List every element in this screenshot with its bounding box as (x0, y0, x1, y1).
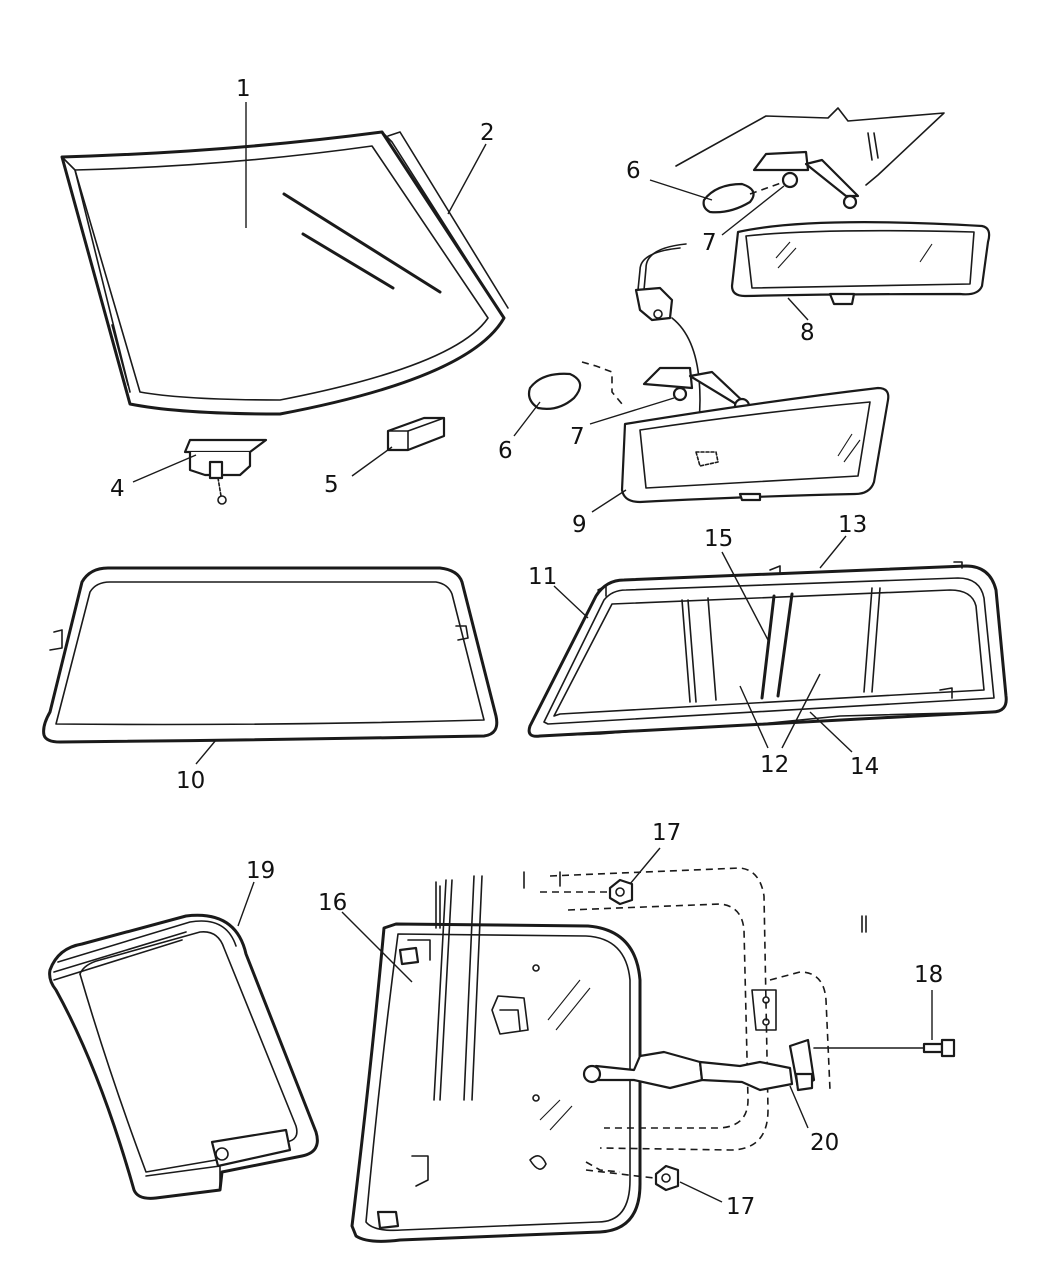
callout-15: 15 (704, 526, 733, 552)
callout-16: 16 (318, 890, 347, 916)
callout-20: 20 (810, 1130, 839, 1156)
nut-lower (585, 1164, 680, 1192)
callout-labels: 1 2 4 5 6 7 8 6 7 9 10 11 15 13 12 14 17… (110, 76, 943, 1220)
callout-7-lower: 7 (570, 424, 585, 450)
roof-panel (675, 107, 945, 186)
windshield-glass (60, 130, 506, 416)
callout-12: 12 (760, 752, 789, 778)
callout-17-lower: 17 (726, 1194, 755, 1220)
callout-5: 5 (324, 472, 339, 498)
callout-19: 19 (246, 858, 275, 884)
sliding-back-glass-assembly (527, 561, 1008, 738)
spacer-block (386, 416, 446, 452)
mirror-wire-harness (581, 243, 701, 471)
callout-11: 11 (528, 564, 557, 590)
callout-2: 2 (480, 120, 495, 146)
callout-6: 6 (626, 158, 641, 184)
rearview-mirror-lower (620, 366, 890, 504)
leader-lines (132, 102, 933, 1203)
mirror-pad-upper (702, 181, 785, 214)
quarter-window-assembly (350, 875, 642, 1243)
mirror-pad-lower (527, 372, 582, 410)
callout-14: 14 (850, 754, 879, 780)
windshield-molding (387, 131, 509, 309)
callout-8: 8 (800, 320, 815, 346)
rearview-mirror-upper (730, 150, 991, 306)
nut-upper (540, 878, 634, 906)
callout-1: 1 (236, 76, 251, 102)
callout-6-lower: 6 (498, 438, 513, 464)
bolt (813, 1038, 956, 1058)
window-latch (582, 1038, 816, 1092)
callout-9: 9 (572, 512, 587, 538)
callout-18: 18 (914, 962, 943, 988)
callout-17: 17 (652, 820, 681, 846)
back-glass (42, 566, 499, 744)
quarter-glass (48, 913, 319, 1200)
windshield-clip (183, 438, 268, 505)
callout-10: 10 (176, 768, 205, 794)
door-outline (523, 867, 867, 1173)
callout-13: 13 (838, 512, 867, 538)
callout-4: 4 (110, 476, 125, 502)
callout-7: 7 (702, 230, 717, 256)
